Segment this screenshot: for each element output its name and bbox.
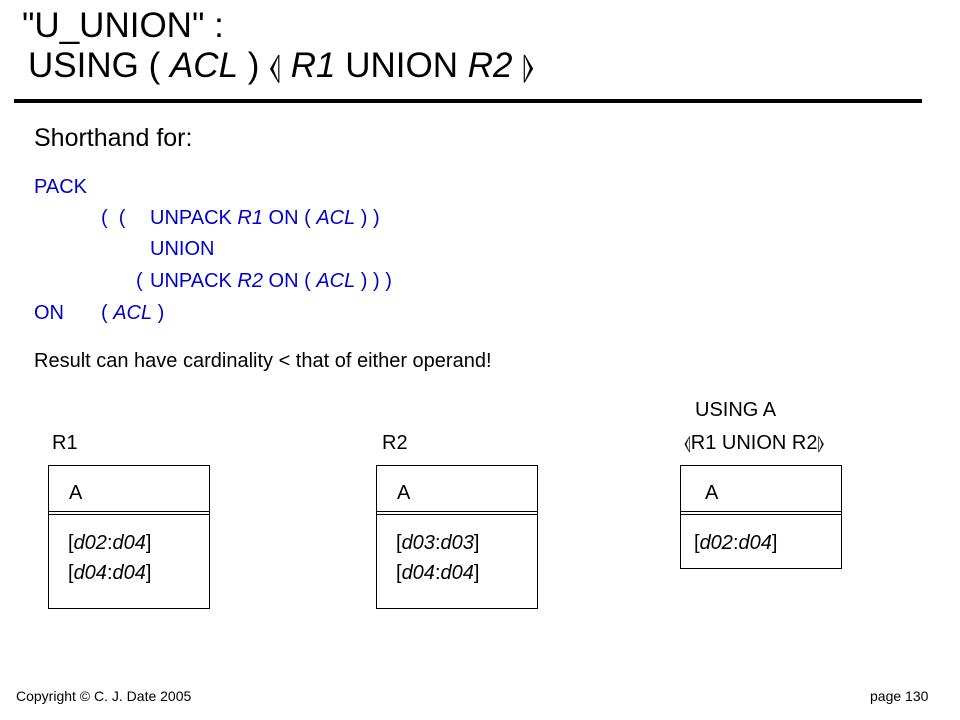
table-row: [d02:d04] [694,532,778,554]
code-open-parens: ( ( [101,207,126,229]
relation-table-r2: A [d03:d03] [d04:d04] [376,465,538,609]
relation-heading-a: A [397,482,411,504]
table-row: [d02:d04] [68,532,152,554]
result-label-using: USING A [695,399,777,421]
title-divider [14,99,922,103]
title-union: UNION [335,46,468,85]
title-line-2: USING ( ACL ) ⦉ R1 UNION R2 ⦊ [28,46,534,86]
title-line-1: "U_UNION" : [22,6,224,45]
open-bracket-icon: ⦉ [684,432,691,453]
code-on: ON [34,302,64,324]
code-unpack-r1: UNPACK R1 ON ( ACL ) ) [150,207,380,229]
code-on-acl: ( ACL ) [101,302,165,324]
title-acl: ACL [169,46,239,85]
table-row: [d03:d03] [396,532,480,554]
relation-heading-a: A [705,482,719,504]
table-row: [d04:d04] [68,562,152,584]
shorthand-heading: Shorthand for: [34,124,193,152]
code-pack: PACK [34,176,87,198]
relation-label-r1: R1 [52,432,78,454]
close-bracket-icon: ⦊ [522,48,535,84]
heading-divider [49,511,209,515]
result-label-expression: ⦉R1 UNION R2⦊ [684,432,825,454]
relation-table-result: A [d02:d04] [680,465,842,569]
relation-label-r2: R2 [382,432,408,454]
close-bracket-icon: ⦊ [817,432,825,453]
code-paren: ( [136,270,143,292]
code-union: UNION [150,238,215,260]
heading-divider [377,511,537,515]
relation-table-r1: A [d02:d04] [d04:d04] [48,465,210,609]
heading-divider [681,511,841,515]
title-r2: R2 [467,46,513,85]
relation-body: [d02:d04] [694,528,777,558]
relation-heading-a: A [69,482,83,504]
footer-page-number: page 130 [870,688,929,704]
relation-body: [d03:d03] [d04:d04] [396,528,479,588]
footer-copyright: Copyright © C. J. Date 2005 [16,688,192,704]
open-bracket-icon: ⦉ [269,48,281,84]
code-unpack-r2: UNPACK R2 ON ( ACL ) ) ) [150,270,392,292]
result-note: Result can have cardinality < that of ei… [34,350,492,372]
title-using: USING ( [28,46,170,85]
relation-body: [d02:d04] [d04:d04] [68,528,151,588]
table-row: [d04:d04] [396,562,480,584]
title-paren-close: ) [238,46,270,85]
title-r1: R1 [290,46,336,85]
